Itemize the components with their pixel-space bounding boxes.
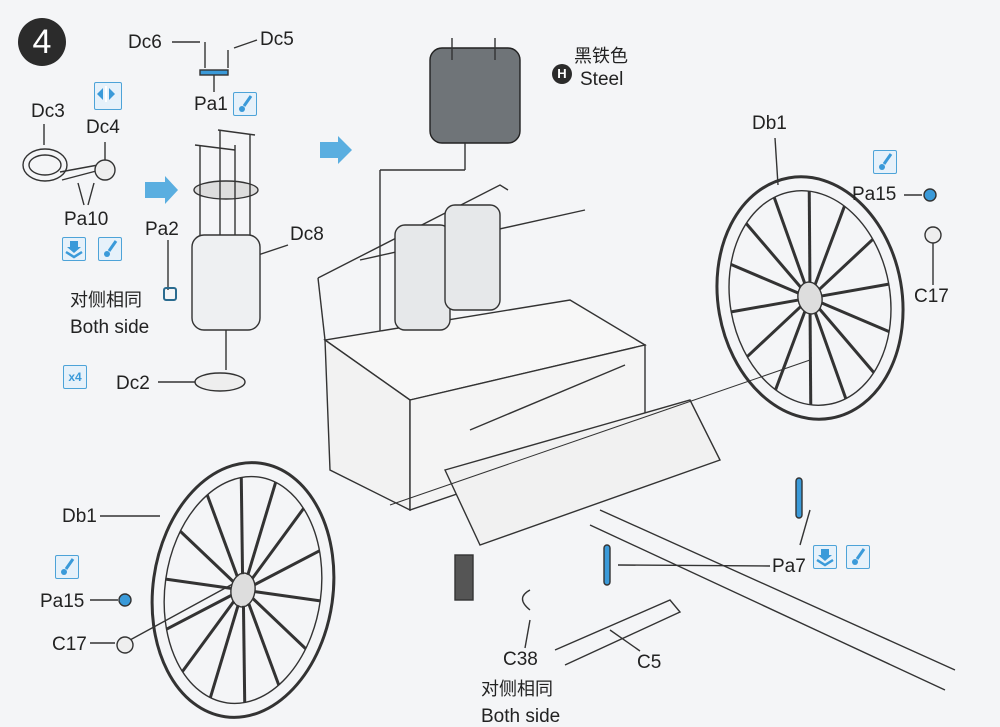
part-label-c5: C5	[637, 652, 662, 673]
part-label-db1-right: Db1	[752, 113, 787, 134]
wheel-spoke	[807, 191, 812, 283]
wheel-spoke	[205, 494, 239, 578]
step-number: 4	[18, 18, 66, 66]
paint-icon	[55, 555, 79, 579]
wheel-spoke	[247, 602, 281, 686]
wheel-spoke	[774, 311, 807, 391]
wheel-spoke	[730, 298, 799, 314]
wheel-spoke	[241, 605, 247, 703]
paint-icon	[98, 237, 122, 261]
wheel-spoke	[745, 222, 802, 288]
part-label-dc2: Dc2	[116, 373, 150, 394]
part-label-dc8: Dc8	[290, 224, 324, 245]
glue-icon	[62, 237, 86, 261]
part-label-pa15-right: Pa15	[852, 184, 897, 205]
part-label-pa1: Pa1	[194, 94, 228, 115]
wheel-spoke	[772, 196, 807, 284]
part-label-pa2: Pa2	[145, 219, 179, 240]
paint-icon	[233, 92, 257, 116]
both-side-note-cn-bottom: 对侧相同	[481, 679, 553, 700]
wheel-spoke	[821, 282, 890, 298]
wheel-spoke	[239, 477, 245, 575]
part-label-dc3: Dc3	[31, 101, 65, 122]
direction-arrows	[145, 136, 352, 204]
wheel-spoke	[251, 597, 307, 650]
color-name-cn: 黑铁色	[574, 46, 628, 67]
part-label-dc6: Dc6	[128, 32, 162, 53]
part-label-dc4: Dc4	[86, 117, 120, 138]
wheel-spoke	[250, 507, 305, 580]
part-label-db1-left: Db1	[62, 506, 97, 527]
part-label-c38: C38	[503, 649, 538, 670]
flip-parts-icon	[94, 82, 122, 110]
wheel-spoke	[208, 604, 240, 699]
part-label-dc5: Dc5	[260, 29, 294, 50]
wheel-spoke	[253, 549, 321, 586]
paint-icon	[846, 545, 870, 569]
wheel-spoke	[746, 305, 802, 358]
wheel-spoke	[818, 308, 875, 374]
wheel-spoke	[818, 238, 874, 291]
both-side-note-en-bottom: Both side	[481, 706, 561, 727]
wheel-spoke	[246, 481, 278, 576]
both-side-note-en: Both side	[70, 317, 150, 338]
part-label-c17-left: C17	[52, 634, 87, 655]
paint-icon	[873, 150, 897, 174]
wheel-spoke	[813, 312, 848, 400]
wheel-spoke	[821, 301, 890, 334]
part-label-pa7: Pa7	[772, 556, 806, 577]
wheel-spoke	[808, 313, 813, 405]
glue-icon	[813, 545, 837, 569]
part-label-pa15-left: Pa15	[40, 591, 85, 612]
wheel-spoke	[813, 205, 846, 285]
wheel-spoke	[730, 262, 799, 295]
quantity-badge: x4	[63, 365, 87, 389]
wheel-spoke	[181, 600, 236, 673]
both-side-note-cn: 对侧相同	[70, 290, 142, 311]
wheel-spoke	[165, 577, 232, 590]
wheel-spoke	[254, 590, 321, 603]
color-code-badge: H	[552, 64, 572, 84]
part-label-c17-right: C17	[914, 286, 949, 307]
color-name-en: Steel	[580, 69, 624, 90]
wheel-spoke	[179, 530, 235, 583]
part-label-pa10: Pa10	[64, 209, 109, 230]
wheel-spoke	[165, 594, 233, 631]
